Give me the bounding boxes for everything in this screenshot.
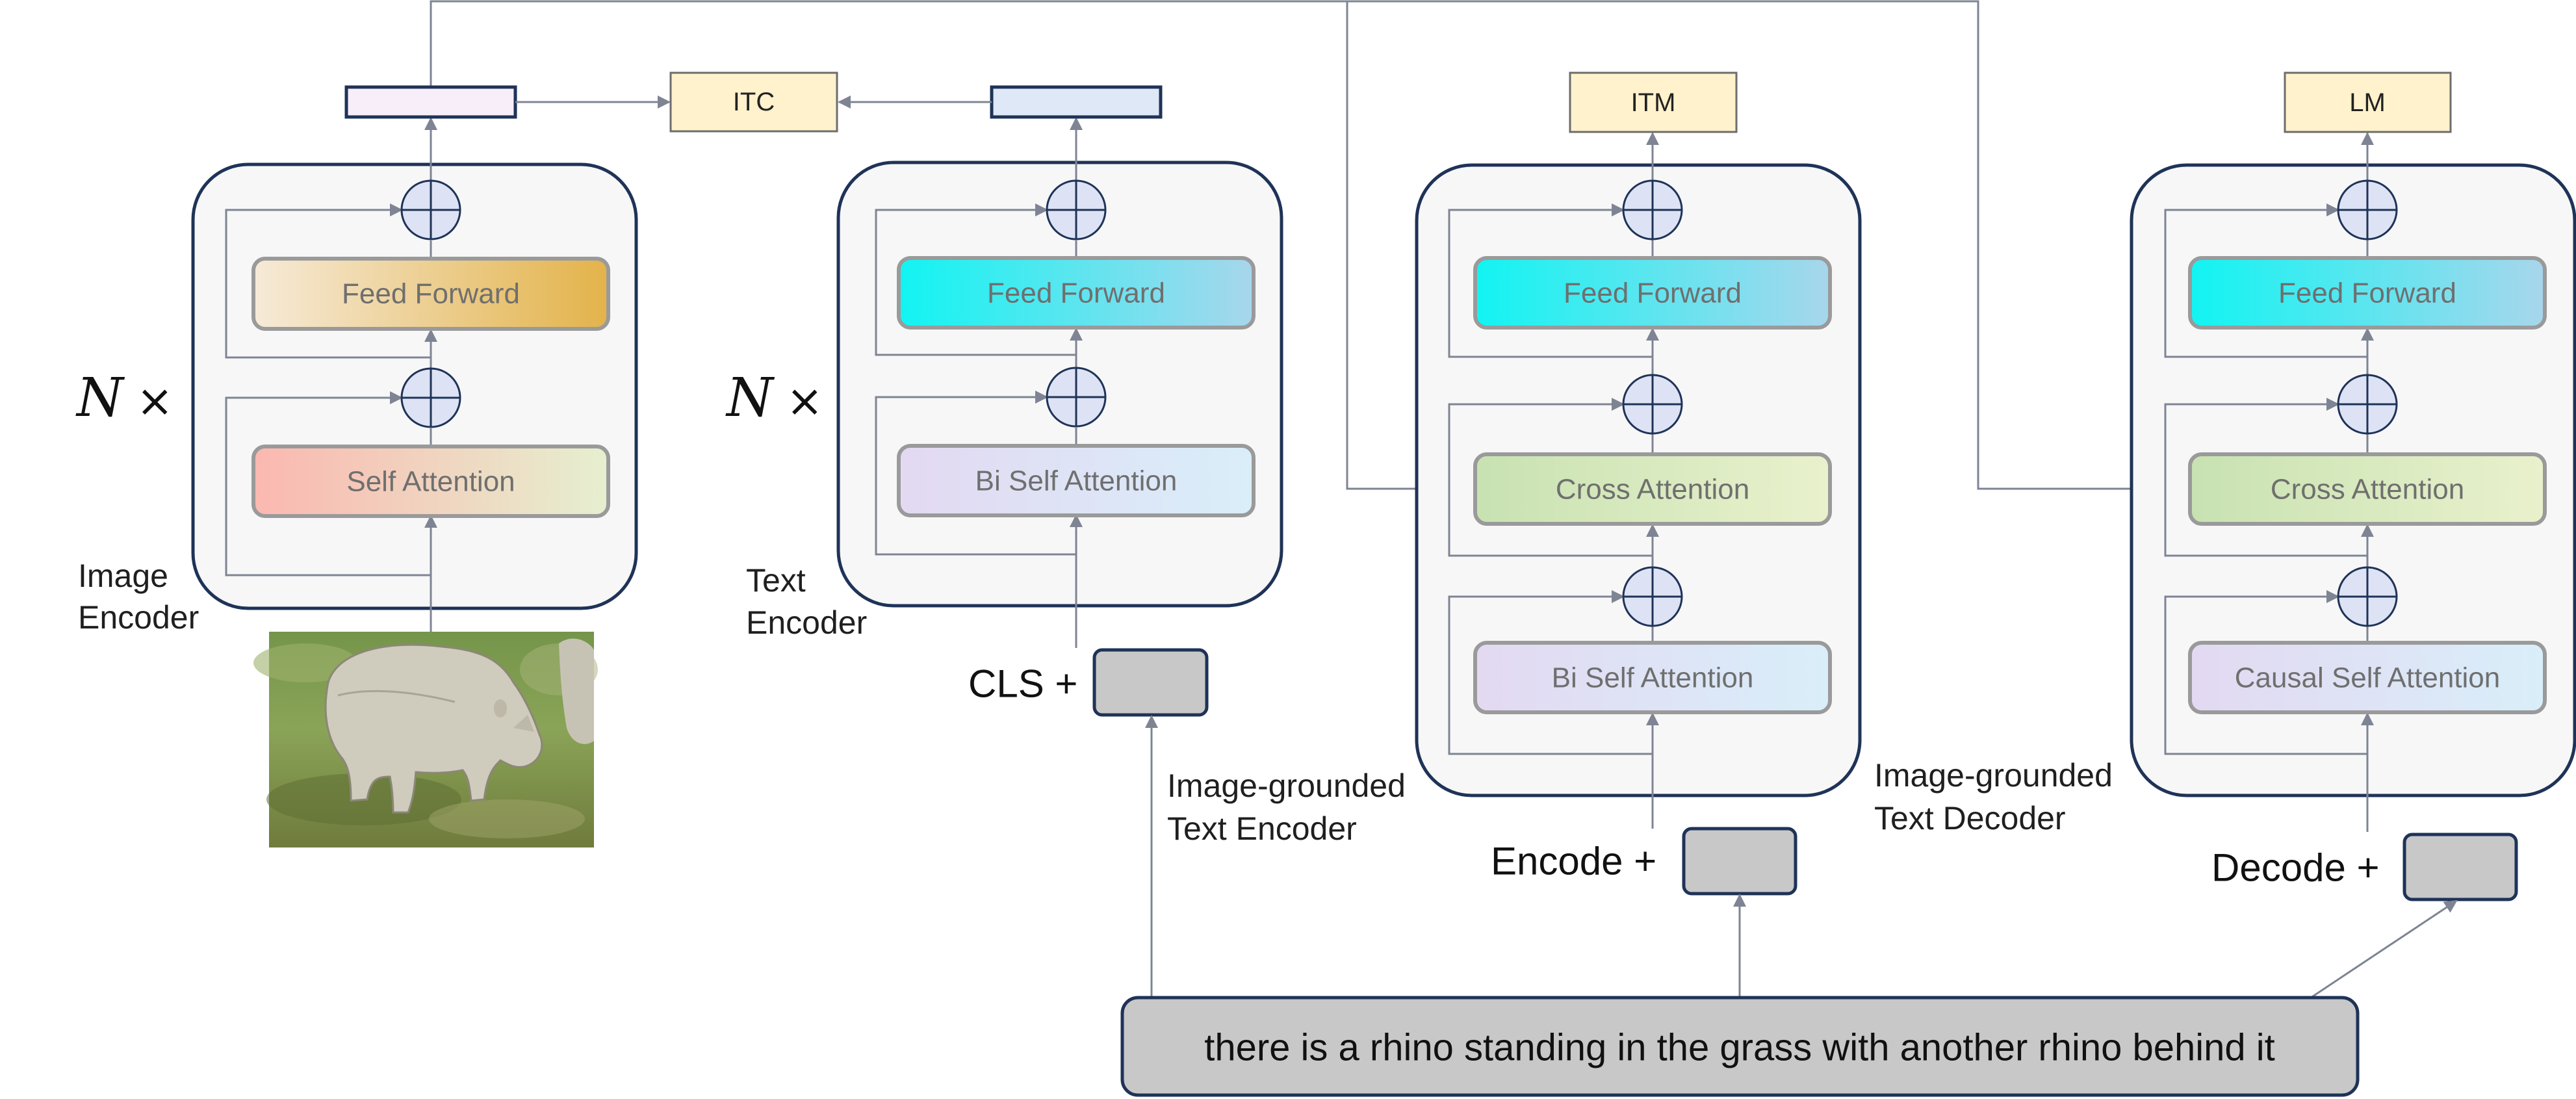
image-grounded-text-decoder: Feed Forward Cross Attention Causal Self… (1874, 71, 2576, 901)
itc-box (669, 71, 838, 133)
text-encoder-label-line2: Encoder (746, 604, 867, 641)
bi-self-attention-label: Bi Self Attention (1552, 662, 1754, 694)
bi-self-attention-label: Bi Self Attention (975, 465, 1178, 497)
repeat-label: N× (725, 367, 823, 429)
bi-self-attention-block (1473, 641, 1832, 714)
text-embedding-bar (990, 85, 1163, 119)
grounded-encoder-label-line2: Text Encoder (1167, 810, 1357, 847)
cross-attention-block (1473, 452, 1832, 526)
itm-box (1569, 71, 1738, 133)
add-circle-icon (1046, 367, 1107, 428)
feed-forward-block (897, 256, 1256, 330)
rhino-photo (253, 632, 598, 847)
feed-forward-label: Feed Forward (1564, 278, 1742, 309)
cls-token-label: CLS + (968, 662, 1077, 706)
grounded-decoder-label-line1: Image-grounded (1874, 757, 2113, 794)
decode-token-label: Decode + (2211, 846, 2380, 890)
lm-box (2284, 71, 2452, 133)
text-encoder-label-line1: Text (746, 562, 806, 599)
image-encoder-label-line2: Encoder (78, 599, 199, 636)
bi-self-attention-block (897, 444, 1256, 517)
cross-attention-label: Cross Attention (2271, 474, 2464, 506)
self-attention-label: Self Attention (346, 466, 515, 498)
add-circle-icon (2337, 566, 2398, 627)
grounded-encoder-label-line1: Image-grounded (1167, 768, 1406, 804)
grounded-decoder-label-line2: Text Decoder (1874, 800, 2066, 836)
encode-token-label: Encode + (1491, 840, 1656, 883)
itm-label: ITM (1631, 88, 1676, 117)
image-embedding-bar (344, 85, 517, 119)
text-encoder: Feed Forward Bi Self Attention N× Text E… (725, 85, 1283, 717)
image-grounded-text-encoder: Feed Forward Cross Attention Bi Self Att… (1167, 71, 1862, 896)
itc-label: ITC (733, 88, 775, 116)
itc-output: ITC (515, 71, 992, 133)
causal-self-attention-label: Causal Self Attention (2235, 662, 2500, 694)
feed-forward-label: Feed Forward (2278, 278, 2456, 309)
add-circle-icon (1622, 566, 1683, 627)
causal-self-attention-block (2188, 641, 2547, 714)
cross-attention-label: Cross Attention (1556, 474, 1749, 506)
feed-forward-label: Feed Forward (342, 278, 520, 310)
feed-forward-block (1473, 256, 1832, 330)
add-circle-icon (400, 367, 461, 428)
decode-token-box (2402, 833, 2518, 901)
image-encoder-label-line1: Image (78, 558, 168, 594)
caption-box (1120, 996, 2360, 1097)
add-circle-icon (1622, 374, 1683, 435)
add-circle-icon (400, 179, 461, 240)
self-attention-block (251, 445, 610, 518)
add-circle-icon (1046, 179, 1107, 240)
caption-input: there is a rhino standing in the grass w… (1120, 715, 2458, 1097)
feed-forward-block (2188, 256, 2547, 330)
add-circle-icon (2337, 179, 2398, 240)
cross-attention-block (2188, 452, 2547, 526)
add-circle-icon (2337, 374, 2398, 435)
caption-text: there is a rhino standing in the grass w… (1204, 1027, 2275, 1069)
repeat-label: N× (75, 367, 174, 429)
add-circle-icon (1622, 179, 1683, 240)
lm-label: LM (2349, 88, 2386, 117)
feed-forward-label: Feed Forward (987, 278, 1165, 309)
cls-token-box (1092, 648, 1209, 717)
feed-forward-block (251, 257, 610, 331)
image-encoder: Feed Forward Self Attention N× Image Enc… (75, 85, 638, 636)
encode-token-box (1682, 827, 1797, 896)
